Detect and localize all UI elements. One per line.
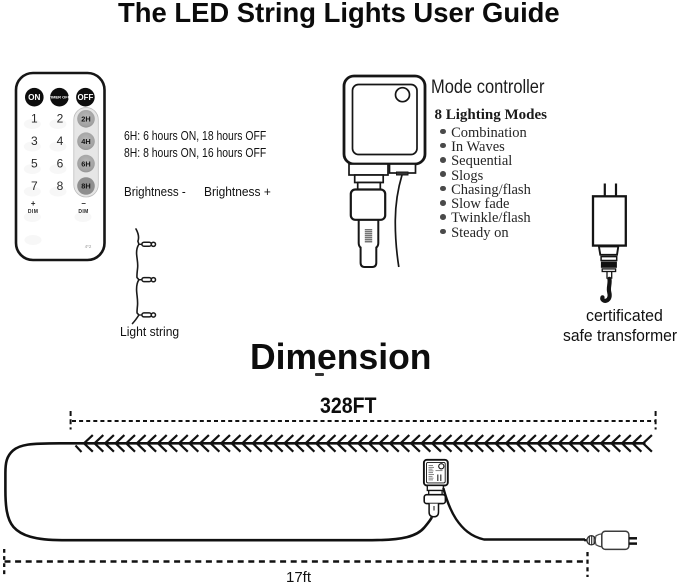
svg-text:1: 1 — [31, 112, 38, 126]
svg-text:OFF: OFF — [78, 93, 94, 102]
svg-text:4H: 4H — [81, 137, 90, 146]
svg-text:8H: 8H — [81, 182, 90, 191]
svg-text:3: 3 — [31, 134, 38, 148]
svg-text:TIMER OFF: TIMER OFF — [49, 95, 71, 100]
svg-text:4*2: 4*2 — [85, 244, 92, 249]
svg-text:+: + — [31, 199, 36, 208]
svg-text:−: − — [81, 199, 86, 208]
svg-text:DIM: DIM — [28, 209, 38, 215]
svg-text:DIM: DIM — [78, 209, 88, 215]
svg-text:2H: 2H — [81, 115, 90, 124]
svg-text:2: 2 — [57, 112, 64, 126]
svg-text:4: 4 — [57, 134, 64, 148]
svg-text:7: 7 — [31, 179, 38, 193]
svg-text:5: 5 — [31, 157, 38, 171]
svg-text:6: 6 — [57, 157, 64, 171]
svg-text:8: 8 — [57, 179, 64, 193]
svg-text:ON: ON — [28, 93, 40, 102]
svg-text:6H: 6H — [81, 159, 90, 168]
